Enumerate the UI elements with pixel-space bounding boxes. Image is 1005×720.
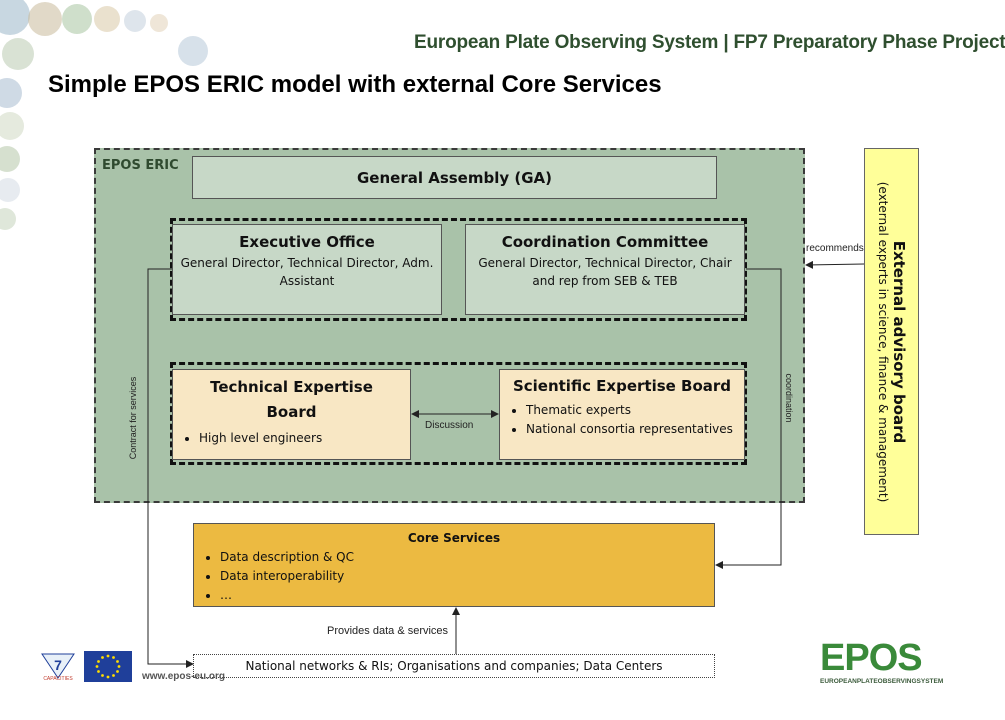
list-item: National consortia representatives xyxy=(526,420,744,439)
coordination-committee-box: Coordination Committee General Director,… xyxy=(465,224,745,315)
coordination-committee-title: Coordination Committee xyxy=(501,233,709,251)
list-item: Data interoperability xyxy=(220,567,714,586)
contract-connector xyxy=(147,268,194,668)
provides-label: Provides data & services xyxy=(327,625,449,637)
technical-board-list: High level engineers xyxy=(173,429,410,448)
eu-flag-logo xyxy=(84,651,132,682)
expertise-group-outline xyxy=(170,362,747,465)
executive-office-title: Executive Office xyxy=(239,233,375,251)
scientific-expertise-board-box: Scientific Expertise Board Thematic expe… xyxy=(499,369,745,460)
discussion-label: Discussion xyxy=(425,420,474,431)
list-item: Data description & QC xyxy=(220,548,714,567)
national-networks-box: National networks & RIs; Organisations a… xyxy=(193,654,715,678)
eu-stars-icon xyxy=(95,654,121,679)
svg-text:7: 7 xyxy=(54,657,62,673)
recommends-label: recommends xyxy=(806,243,864,254)
epos-logo-tagline: EUROPEANPLATEOBSERVINGSYSTEM xyxy=(820,678,944,685)
coordination-label: coordination xyxy=(784,373,794,423)
coordination-connector xyxy=(715,268,782,569)
core-services-title: Core Services xyxy=(407,531,501,545)
scientific-expertise-board-title: Scientific Expertise Board xyxy=(512,377,732,395)
connector-lines xyxy=(147,260,865,668)
technical-expertise-board-title: Technical Expertise Board xyxy=(210,378,373,421)
core-services-list: Data description & QC Data interoperabil… xyxy=(194,548,714,605)
list-item: High level engineers xyxy=(199,429,410,448)
executive-office-box: Executive Office General Director, Techn… xyxy=(172,224,442,315)
scientific-board-list: Thematic experts National consortia repr… xyxy=(500,401,744,439)
website-url: www.epos-eu.org xyxy=(142,671,225,682)
coordination-committee-members: General Director, Technical Director, Ch… xyxy=(478,256,732,288)
fp7-logo: 7 CAPACITIES xyxy=(38,652,78,682)
project-title: European Plate Observing System | FP7 Pr… xyxy=(414,32,1005,53)
core-services-box: Core Services Data description & QC Data… xyxy=(193,523,715,607)
executive-office-members: General Director, Technical Director, Ad… xyxy=(180,256,434,288)
contract-label: Contract for services xyxy=(128,376,138,460)
external-advisory-board-box: External advisory board (external expert… xyxy=(864,148,919,535)
epos-logo: EPOS EUROPEANPLATEOBSERVINGSYSTEM xyxy=(820,637,944,688)
fp7-icon: 7 xyxy=(41,653,75,679)
fp7-label: CAPACITIES xyxy=(43,676,73,682)
epos-logo-word: EPOS xyxy=(820,637,923,679)
technical-expertise-board-box: Technical Expertise Board High level eng… xyxy=(172,369,411,460)
recommends-arrow xyxy=(805,260,865,269)
list-item: … xyxy=(220,586,714,605)
list-item: Thematic experts xyxy=(526,401,744,420)
epos-eric-label: EPOS ERIC xyxy=(102,158,179,173)
general-assembly-box: General Assembly (GA) xyxy=(192,156,717,199)
page-title: Simple EPOS ERIC model with external Cor… xyxy=(48,71,662,98)
